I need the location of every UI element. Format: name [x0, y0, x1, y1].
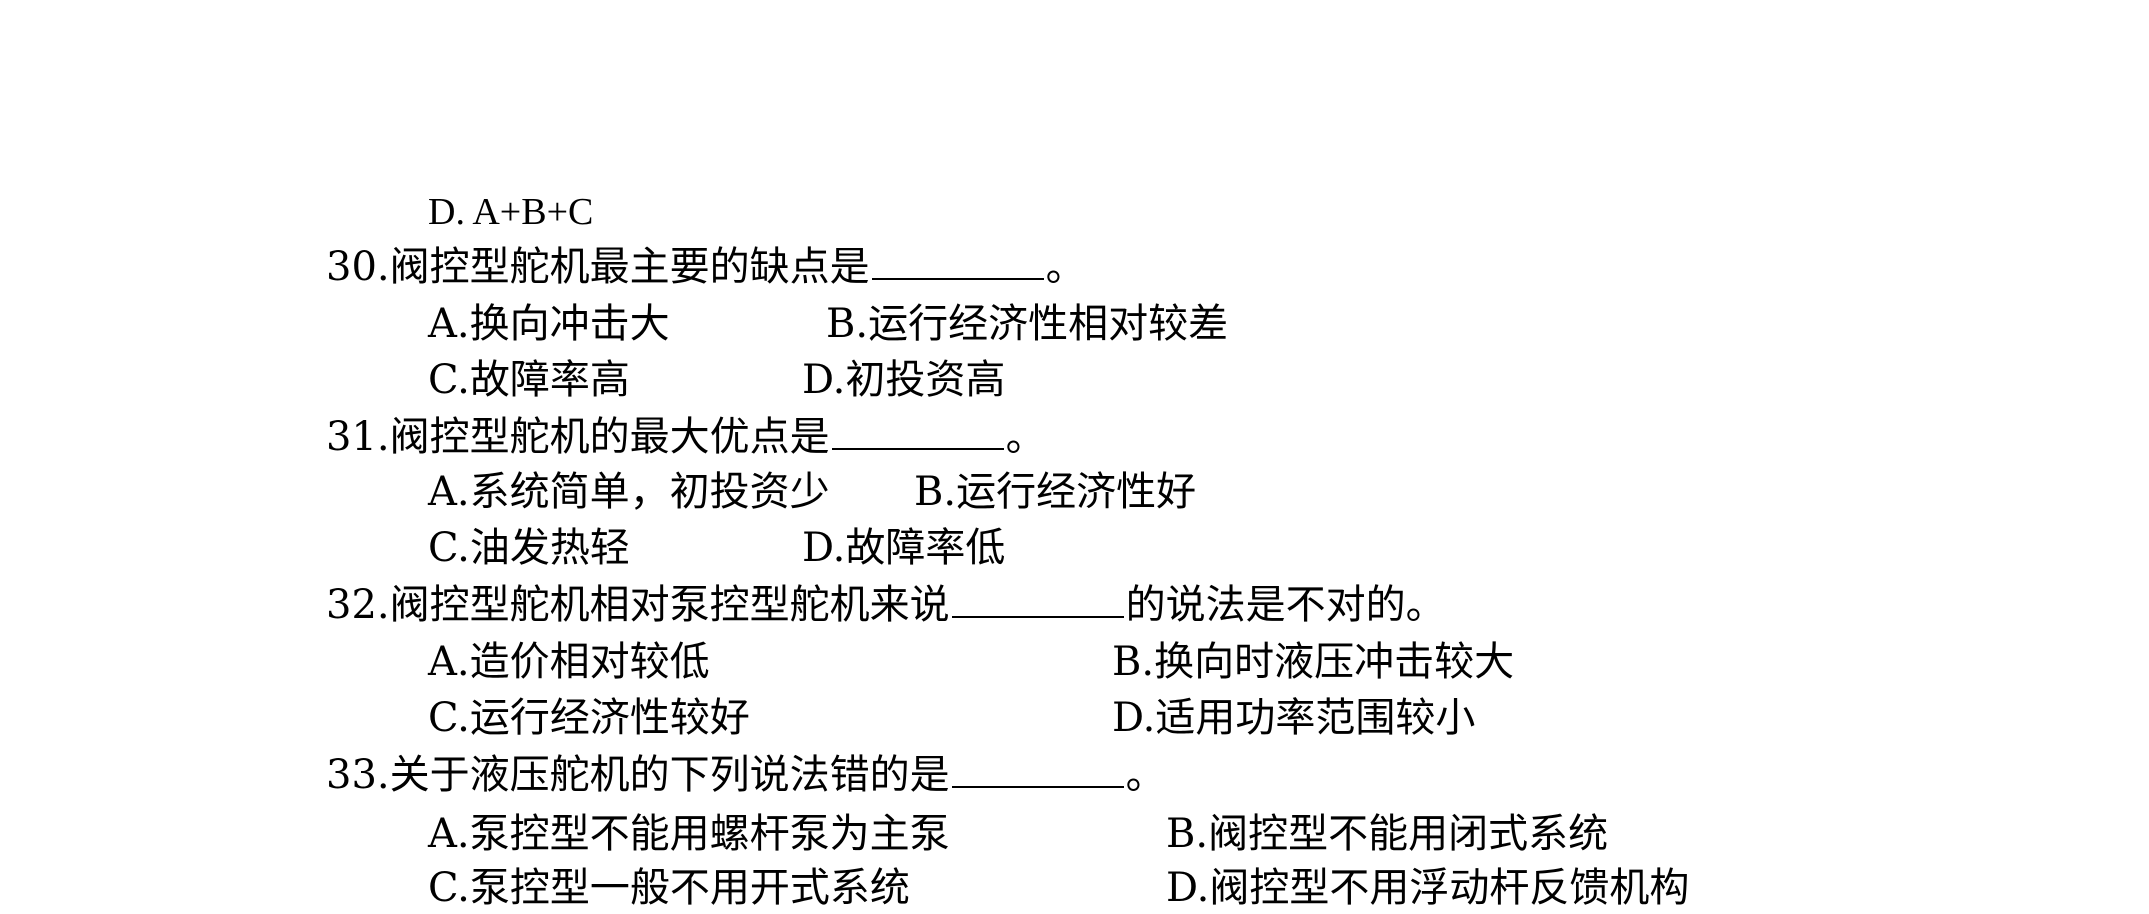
question-33-stem: 33.关于液压舵机的下列说法错的是 [326, 752, 950, 798]
q33-option-c: C.泵控型一般不用开式系统 [428, 865, 910, 911]
question-30: 30.阀控型舵机最主要的缺点是 。 [326, 240, 1086, 292]
q31-option-a: A.系统简单，初投资少 [428, 469, 830, 515]
q31-option-b: B.运行经济性好 [914, 469, 1197, 515]
q31-option-d: D.故障率低 [802, 525, 1006, 571]
question-32-stem: 32.阀控型舵机相对泵控型舵机来说 [326, 582, 950, 628]
q33-option-d: D.阀控型不用浮动杆反馈机构 [1166, 865, 1690, 911]
answer-blank [831, 410, 1004, 450]
prev-option-d: D. A+B+C [428, 191, 594, 233]
q33-option-a: A.泵控型不能用螺杆泵为主泵 [428, 811, 950, 857]
question-31-stem: 31.阀控型舵机的最大优点是 [326, 414, 830, 460]
q30-option-b: B.运行经济性相对较差 [826, 301, 1229, 347]
answer-blank [951, 578, 1124, 618]
q33-option-b: B.阀控型不能用闭式系统 [1166, 811, 1609, 857]
question-33: 33.关于液压舵机的下列说法错的是 。 [326, 748, 1166, 800]
question-31-stem-end: 。 [1005, 414, 1046, 460]
question-30-stem: 30.阀控型舵机最主要的缺点是 [326, 244, 870, 290]
q32-option-a: A.造价相对较低 [428, 639, 710, 685]
q32-option-c: C.运行经济性较好 [428, 695, 750, 741]
q31-option-c: C.油发热轻 [428, 525, 630, 571]
q32-option-d: D.适用功率范围较小 [1112, 695, 1476, 741]
answer-blank [951, 748, 1124, 788]
answer-blank [871, 240, 1044, 280]
q30-option-a: A.换向冲击大 [428, 301, 670, 347]
question-32-stem-end: 的说法是不对的。 [1125, 582, 1446, 628]
question-33-stem-end: 。 [1125, 752, 1166, 798]
q30-option-d: D.初投资高 [802, 357, 1006, 403]
q32-option-b: B.换向时液压冲击较大 [1112, 639, 1515, 685]
question-30-stem-end: 。 [1045, 244, 1086, 290]
question-32: 32.阀控型舵机相对泵控型舵机来说 的说法是不对的。 [326, 578, 1446, 630]
q30-option-c: C.故障率高 [428, 357, 630, 403]
question-31: 31.阀控型舵机的最大优点是 。 [326, 410, 1046, 462]
